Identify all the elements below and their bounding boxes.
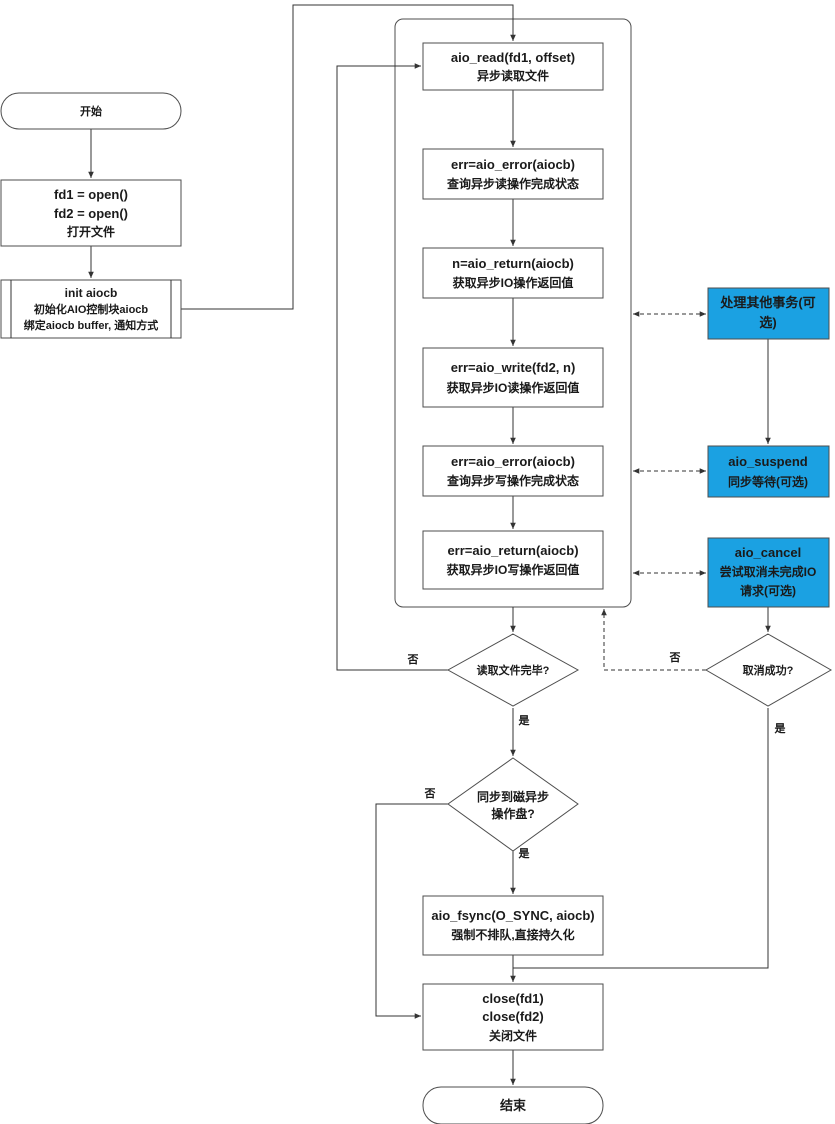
svg-text:读取文件完毕?: 读取文件完毕? bbox=[477, 663, 550, 677]
svg-text:获取异步IO读操作返回值: 获取异步IO读操作返回值 bbox=[446, 380, 580, 395]
svg-text:aio_cancel: aio_cancel bbox=[735, 545, 802, 560]
svg-text:close(fd1): close(fd1) bbox=[482, 991, 543, 1006]
label-sync-no: 否 bbox=[424, 787, 436, 800]
svg-text:n=aio_return(aiocb): n=aio_return(aiocb) bbox=[452, 256, 574, 271]
svg-text:获取异步IO操作返回值: 获取异步IO操作返回值 bbox=[452, 275, 574, 290]
label-cancel-no: 否 bbox=[669, 651, 681, 664]
node-sync-question: 同步到磁异步 操作盘? bbox=[447, 757, 579, 852]
svg-text:err=aio_write(fd2, n): err=aio_write(fd2, n) bbox=[451, 360, 576, 375]
edge-cancelok-yes bbox=[513, 708, 769, 969]
svg-text:处理其他事务(可: 处理其他事务(可 bbox=[719, 295, 815, 310]
connectors bbox=[88, 4, 771, 1085]
node-cancel-ok: 取消成功? bbox=[705, 633, 833, 707]
svg-text:查询异步读操作完成状态: 查询异步读操作完成状态 bbox=[446, 176, 579, 191]
svg-text:结束: 结束 bbox=[500, 1098, 527, 1113]
svg-text:取消成功?: 取消成功? bbox=[743, 663, 794, 677]
svg-text:开始: 开始 bbox=[80, 104, 102, 118]
edge-sync-no bbox=[375, 803, 448, 1019]
svg-text:aio_fsync(O_SYNC, aiocb): aio_fsync(O_SYNC, aiocb) bbox=[431, 908, 594, 923]
edge-cancelok-no bbox=[601, 609, 706, 671]
node-aio-read: aio_read(fd1, offset) 异步读取文件 bbox=[422, 42, 604, 91]
svg-text:初始化AIO控制块aiocb: 初始化AIO控制块aiocb bbox=[34, 302, 149, 316]
svg-text:异步读取文件: 异步读取文件 bbox=[477, 68, 549, 83]
svg-text:操作盘?: 操作盘? bbox=[491, 806, 534, 821]
svg-text:aio_read(fd1, offset): aio_read(fd1, offset) bbox=[451, 50, 575, 65]
node-aio-fsync: aio_fsync(O_SYNC, aiocb) 强制不排队,直接持久化 bbox=[422, 895, 604, 956]
svg-text:强制不排队,直接持久化: 强制不排队,直接持久化 bbox=[451, 927, 574, 942]
svg-text:close(fd2): close(fd2) bbox=[482, 1009, 543, 1024]
svg-text:err=aio_error(aiocb): err=aio_error(aiocb) bbox=[451, 157, 575, 172]
node-init: init aiocb 初始化AIO控制块aiocb 绑定aiocb buffer… bbox=[0, 279, 182, 339]
svg-text:err=aio_return(aiocb): err=aio_return(aiocb) bbox=[447, 543, 578, 558]
svg-text:关闭文件: 关闭文件 bbox=[489, 1028, 537, 1043]
node-aio-return-write: err=aio_return(aiocb) 获取异步IO写操作返回值 bbox=[422, 530, 604, 590]
svg-text:init aiocb: init aiocb bbox=[65, 286, 118, 300]
node-aio-write: err=aio_write(fd2, n) 获取异步IO读操作返回值 bbox=[422, 347, 604, 408]
edge-readdone-no bbox=[336, 63, 448, 671]
node-aio-error-read: err=aio_error(aiocb) 查询异步读操作完成状态 bbox=[422, 148, 604, 200]
svg-text:fd1 = open(): fd1 = open() bbox=[54, 187, 128, 202]
svg-text:aio_suspend: aio_suspend bbox=[728, 454, 808, 469]
label-sync-yes: 是 bbox=[518, 847, 531, 860]
label-read-no: 否 bbox=[407, 653, 419, 666]
node-read-done: 读取文件完毕? bbox=[446, 633, 580, 707]
svg-text:打开文件: 打开文件 bbox=[67, 224, 115, 239]
svg-text:请求(可选): 请求(可选) bbox=[740, 583, 796, 598]
node-aio-return-read: n=aio_return(aiocb) 获取异步IO操作返回值 bbox=[422, 247, 604, 299]
svg-text:查询异步写操作完成状态: 查询异步写操作完成状态 bbox=[446, 473, 579, 488]
node-start: 开始 bbox=[0, 92, 182, 130]
svg-text:获取异步IO写操作返回值: 获取异步IO写操作返回值 bbox=[446, 562, 580, 577]
node-aio-error-write: err=aio_error(aiocb) 查询异步写操作完成状态 bbox=[422, 445, 604, 497]
svg-text:err=aio_error(aiocb): err=aio_error(aiocb) bbox=[451, 454, 575, 469]
svg-text:尝试取消未完成IO: 尝试取消未完成IO bbox=[720, 564, 817, 579]
node-aio-suspend: aio_suspend 同步等待(可选) bbox=[707, 445, 830, 498]
node-aio-cancel: aio_cancel 尝试取消未完成IO 请求(可选) bbox=[707, 537, 830, 608]
svg-text:选): 选) bbox=[759, 315, 776, 330]
svg-text:绑定aiocb buffer, 通知方式: 绑定aiocb buffer, 通知方式 bbox=[24, 318, 158, 332]
node-open: fd1 = open() fd2 = open() 打开文件 bbox=[0, 179, 182, 247]
svg-text:同步到磁异步: 同步到磁异步 bbox=[477, 789, 549, 804]
svg-text:fd2 = open(): fd2 = open() bbox=[54, 206, 128, 221]
node-end: 结束 bbox=[422, 1086, 604, 1124]
edge-init-read bbox=[181, 4, 516, 310]
svg-text:同步等待(可选): 同步等待(可选) bbox=[728, 474, 808, 489]
label-read-yes: 是 bbox=[518, 714, 531, 727]
label-cancel-yes: 是 bbox=[774, 722, 787, 735]
node-other-tasks: 处理其他事务(可 选) bbox=[707, 287, 830, 340]
node-close: close(fd1) close(fd2) 关闭文件 bbox=[422, 983, 604, 1051]
